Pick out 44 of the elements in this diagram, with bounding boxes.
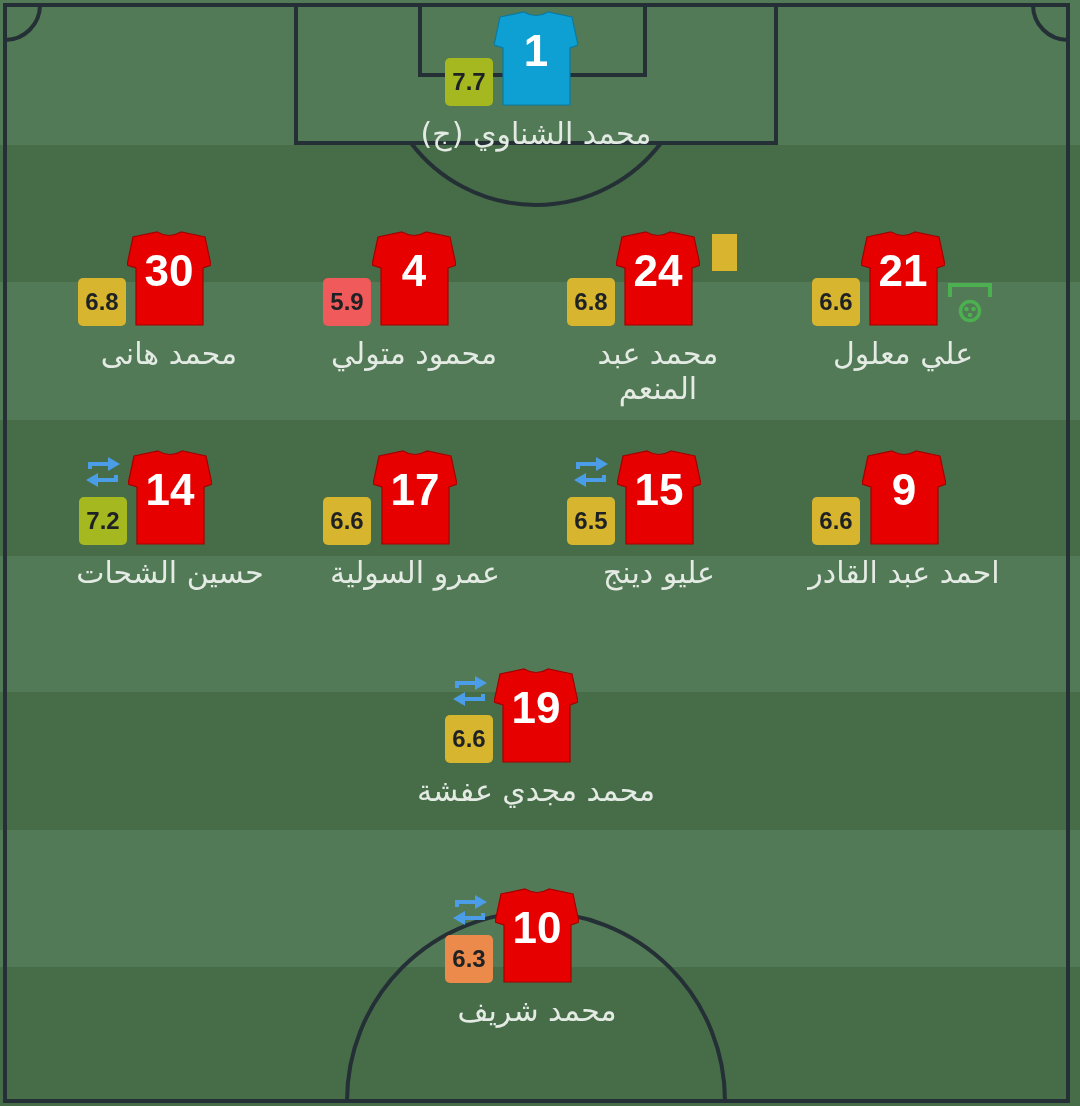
rating-badge: 7.2 [79, 497, 127, 545]
jersey-number: 24 [633, 249, 683, 293]
jersey-number: 30 [144, 249, 194, 293]
rating-badge: 6.6 [812, 278, 860, 326]
jersey [372, 231, 456, 326]
rating-badge: 6.8 [567, 278, 615, 326]
jersey [617, 450, 701, 545]
rating-badge: 6.6 [323, 497, 371, 545]
jersey-number: 1 [523, 29, 549, 73]
player-name: محمود متولي [331, 336, 497, 371]
rating-badge: 6.5 [567, 497, 615, 545]
jersey [495, 888, 579, 983]
jersey [128, 450, 212, 545]
rating-badge: 5.9 [323, 278, 371, 326]
player-name: محمد شريف [457, 993, 617, 1028]
jersey [373, 450, 457, 545]
player-name: عمرو السولية [330, 555, 500, 590]
player-name: احمد عبد القادر [808, 555, 1000, 590]
rating-badge: 6.8 [78, 278, 126, 326]
player-name: عليو دينج [603, 555, 715, 590]
jersey [861, 231, 945, 326]
player-name: محمد عبد المنعم [596, 336, 720, 406]
player-name: محمد مجدي عفشة [416, 773, 656, 808]
rating-badge: 6.6 [445, 715, 493, 763]
jersey [494, 668, 578, 763]
rating-badge: 6.6 [812, 497, 860, 545]
jersey-number: 10 [512, 906, 562, 950]
jersey-number: 17 [390, 468, 440, 512]
jersey-number: 14 [145, 468, 195, 512]
rating-badge: 6.3 [445, 935, 493, 983]
jersey [616, 231, 700, 326]
jersey [494, 11, 578, 106]
jersey-number: 9 [891, 468, 917, 512]
jersey-number: 4 [401, 249, 427, 293]
jersey-number: 19 [511, 686, 561, 730]
jersey [127, 231, 211, 326]
rating-badge: 7.7 [445, 58, 493, 106]
player-name: علي معلول [832, 336, 974, 371]
jersey-number: 21 [878, 249, 928, 293]
jersey-number: 15 [634, 468, 684, 512]
player-name: حسين الشحات [76, 555, 264, 590]
player-name: محمد الشناوي (ج) [420, 116, 652, 151]
jersey [862, 450, 946, 545]
player-name: محمد هانى [100, 336, 238, 371]
